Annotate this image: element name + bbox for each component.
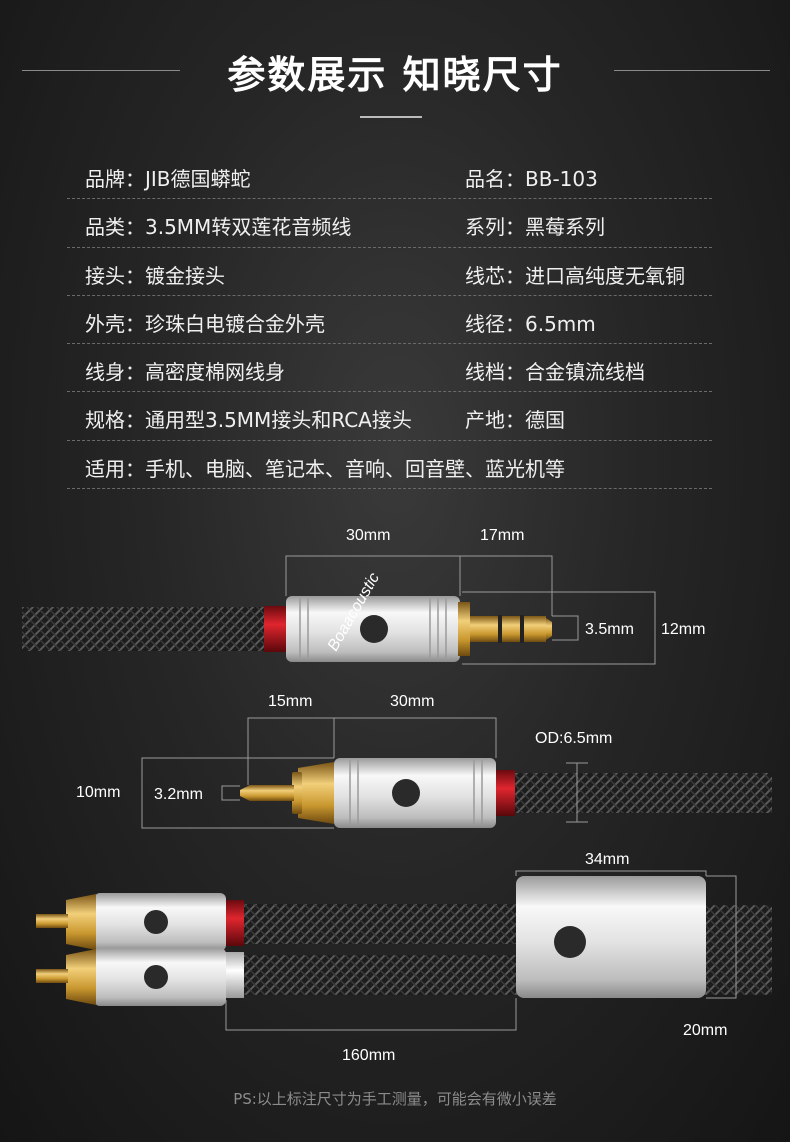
title-line-left [22, 70, 180, 71]
spec-usage: 适用：手机、电脑、笔记本、音响、回音壁、蓝光机等 [85, 456, 565, 481]
dim-jack-tip-diameter: 3.5mm [585, 621, 634, 638]
rca-single-connector [240, 758, 772, 828]
jib-logo-icon [392, 779, 420, 807]
dim-splitter-length: 34mm [585, 851, 629, 868]
dual-rca-dimension-lines [225, 870, 737, 1031]
jib-logo-icon [144, 910, 168, 934]
dim-jack-plug-length: 17mm [480, 527, 524, 544]
spec-connector: 接头：镀金接头 [85, 263, 225, 288]
spec-row: 接头：镀金接头 线芯：进口高纯度无氧铜 [67, 248, 712, 296]
spec-row: 品类：3.5MM转双莲花音频线 系列：黑莓系列 [67, 199, 712, 248]
dim-jack-body-diameter: 12mm [661, 621, 705, 638]
title-line-right [614, 70, 770, 71]
spec-category: 品类：3.5MM转双莲花音频线 [85, 215, 352, 240]
title-underline [360, 116, 422, 118]
spec-jacket: 线身：高密度棉网线身 [85, 360, 285, 385]
jib-logo-icon [554, 926, 586, 958]
jack-35-connector: Boaacoustic [22, 570, 552, 662]
measurement-note: PS:以上标注尺寸为手工测量，可能会有微小误差 [233, 1090, 557, 1108]
dim-rca-pin-length: 15mm [268, 693, 312, 710]
spec-brand: 品牌：JIB德国蟒蛇 [85, 167, 251, 191]
dim-splitter-diameter: 20mm [683, 1022, 727, 1039]
dim-rca-pin-diameter: 3.2mm [154, 786, 203, 803]
spec-row: 规格：通用型3.5MM接头和RCA接头 产地：德国 [67, 392, 712, 441]
spec-row: 适用：手机、电脑、笔记本、音响、回音壁、蓝光机等 [67, 441, 712, 490]
spec-origin: 产地：德国 [465, 408, 565, 433]
dim-jack-body-length: 30mm [346, 527, 390, 544]
jib-logo-icon [144, 965, 168, 989]
spec-row: 外壳：珍珠白电镀合金外壳 线径：6.5mm [67, 296, 712, 345]
jack-35-dimension-lines [285, 555, 656, 665]
spec-product-name: 品名：BB-103 [465, 167, 598, 191]
spec-row: 线身：高密度棉网线身 线档：合金镇流线档 [67, 344, 712, 393]
jib-logo-icon [360, 615, 388, 643]
spec-strain-relief: 线档：合金镇流线档 [465, 360, 645, 385]
spec-table: 品牌：JIB德国蟒蛇 品名：BB-103 品类：3.5MM转双莲花音频线 系列：… [67, 151, 712, 490]
dim-cable-od: OD:6.5mm [535, 730, 612, 747]
rca-single-dimension-lines [141, 717, 588, 829]
spec-diameter: 线径：6.5mm [465, 311, 596, 336]
spec-shell: 外壳：珍珠白电镀合金外壳 [85, 311, 325, 336]
dim-rca-body-diameter: 10mm [76, 784, 120, 801]
splitter-body [516, 876, 706, 998]
dim-rca-body-length: 30mm [390, 693, 434, 710]
spec-spec: 规格：通用型3.5MM接头和RCA接头 [85, 408, 412, 433]
page-title: 参数展示 知晓尺寸 [227, 53, 563, 97]
dim-split-cable-length: 160mm [342, 1047, 395, 1064]
spec-series: 系列：黑莓系列 [465, 215, 605, 240]
spec-row: 品牌：JIB德国蟒蛇 品名：BB-103 [67, 151, 712, 200]
dual-rca-assembly [36, 876, 772, 1006]
spec-core: 线芯：进口高纯度无氧铜 [465, 263, 685, 288]
